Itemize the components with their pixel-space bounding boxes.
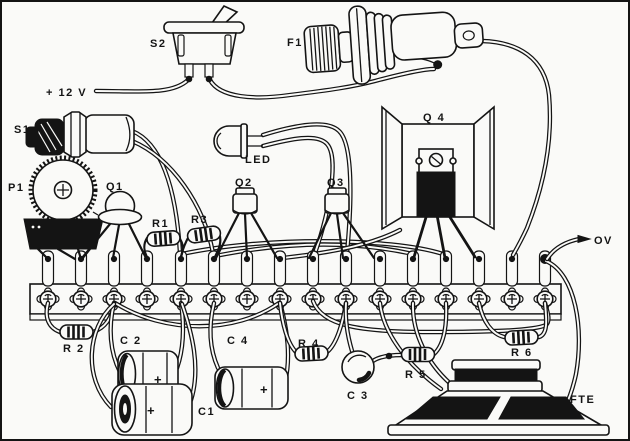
potentiometer-p1 xyxy=(23,155,104,250)
label-f1: F1 xyxy=(287,37,303,49)
label-q3: Q3 xyxy=(327,177,345,189)
rocker-switch-s2 xyxy=(163,4,245,83)
capacitor-c4 xyxy=(214,366,289,410)
capacitor-c3 xyxy=(341,350,375,384)
labels: + 12 V S2 F1 S1 P1 Q1 LED Q2 Q3 Q 4 R1 R… xyxy=(8,37,613,418)
label-plus12v: + 12 V xyxy=(46,87,87,99)
label-q1: Q1 xyxy=(106,181,124,193)
label-c4: C 4 xyxy=(227,335,249,347)
label-s2: S2 xyxy=(150,38,166,50)
label-r2: R 2 xyxy=(63,343,85,355)
label-r4: R 4 xyxy=(298,338,320,350)
speaker-fte xyxy=(387,359,610,436)
label-fte: FTE xyxy=(570,394,595,406)
capacitor-c1 xyxy=(111,383,193,436)
label-p1: P1 xyxy=(8,182,24,194)
label-c3: C 3 xyxy=(347,390,369,402)
fuse-holder-f1 xyxy=(303,5,484,85)
label-ov: OV xyxy=(594,235,613,247)
label-led: LED xyxy=(245,154,272,166)
label-r1: R1 xyxy=(152,218,169,230)
resistor-r1 xyxy=(145,229,182,248)
resistor-r5 xyxy=(400,346,436,363)
label-q4: Q 4 xyxy=(423,112,445,124)
power-wires xyxy=(96,41,592,259)
label-r5: R 5 xyxy=(405,369,427,381)
component-leads xyxy=(36,211,477,261)
c2-polarity-mark: + xyxy=(154,372,162,387)
transistor-q2 xyxy=(232,187,258,215)
label-c1: C1 xyxy=(198,406,215,418)
label-c2: C 2 xyxy=(120,335,142,347)
ov-arrowhead xyxy=(577,234,592,244)
c4-polarity-mark: + xyxy=(260,382,268,397)
hookup-wires-lower xyxy=(47,261,579,426)
label-r6: R 6 xyxy=(511,347,533,359)
label-q2: Q2 xyxy=(235,177,253,189)
resistor-r6 xyxy=(503,328,540,347)
transistor-q3 xyxy=(324,187,350,215)
resistor-r3 xyxy=(185,223,223,246)
c1-polarity-mark: + xyxy=(147,403,155,418)
led xyxy=(213,123,263,159)
label-r3: R3 xyxy=(191,214,208,226)
pushbutton-switch-s1 xyxy=(25,111,135,158)
power-transistor-q4 xyxy=(415,148,457,217)
resistor-r2 xyxy=(58,323,95,341)
label-s1: S1 xyxy=(14,124,30,136)
transistor-q1 xyxy=(92,190,143,226)
